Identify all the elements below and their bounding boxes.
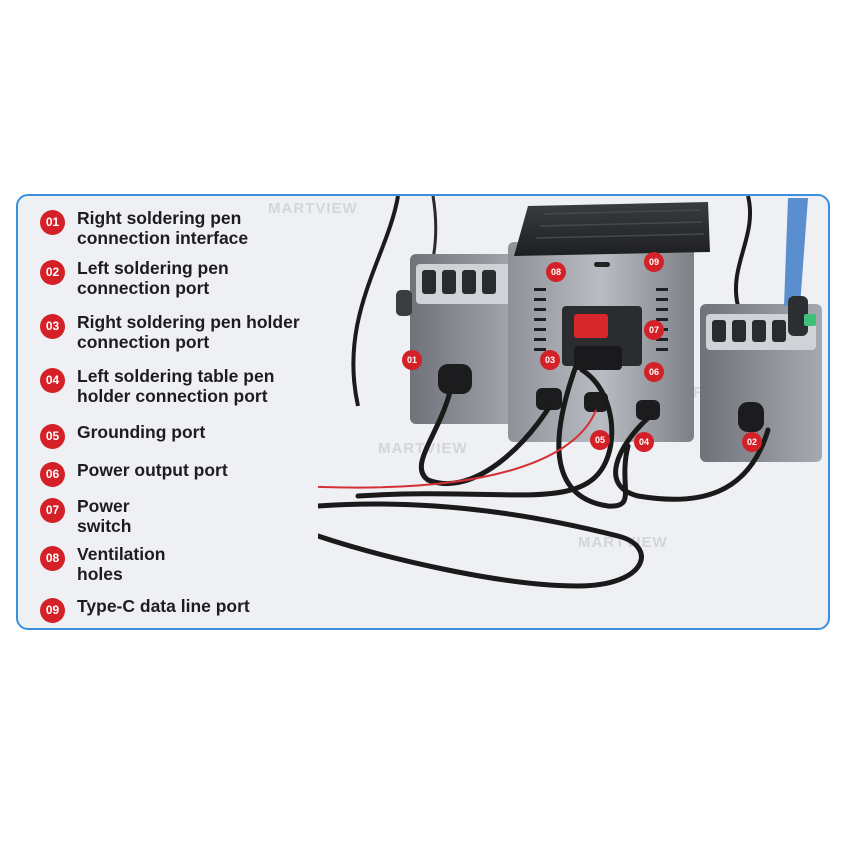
callout-06: 06 bbox=[644, 362, 664, 382]
legend-label: Power output port bbox=[77, 460, 228, 480]
callout-07: 07 bbox=[644, 320, 664, 340]
legend-item-02: 02 Left soldering pen connection port bbox=[40, 258, 229, 298]
legend-label: Right soldering pen connection interface bbox=[77, 208, 249, 248]
callout-02: 02 bbox=[742, 432, 762, 452]
station-drawing bbox=[297, 196, 822, 589]
number-badge: 08 bbox=[40, 546, 65, 571]
soldering-station-illustration: 01 02 03 04 05 06 07 08 09 bbox=[297, 196, 828, 628]
callout-09: 09 bbox=[644, 252, 664, 272]
callout-08: 08 bbox=[546, 262, 566, 282]
legend-label: Left soldering table pen holder connecti… bbox=[77, 366, 275, 406]
legend-label: Right soldering pen holder connection po… bbox=[77, 312, 300, 352]
number-badge: 04 bbox=[40, 368, 65, 393]
legend-item-07: 07 Power switch bbox=[40, 496, 131, 536]
number-badge: 09 bbox=[40, 598, 65, 623]
legend-item-08: 08 Ventilation holes bbox=[40, 544, 165, 584]
diagram-frame: MARTVIEW MARTVIEW MARTVIEW MARTVIEW 01 R… bbox=[16, 194, 830, 630]
callout-03: 03 bbox=[540, 350, 560, 370]
legend-item-05: 05 Grounding port bbox=[40, 422, 205, 449]
number-badge: 06 bbox=[40, 462, 65, 487]
callout-04: 04 bbox=[634, 432, 654, 452]
callout-05: 05 bbox=[590, 430, 610, 450]
watermark: MARTVIEW bbox=[268, 200, 358, 217]
legend-item-03: 03 Right soldering pen holder connection… bbox=[40, 312, 300, 352]
legend-item-09: 09 Type-C data line port bbox=[40, 596, 250, 623]
number-badge: 07 bbox=[40, 498, 65, 523]
number-badge: 03 bbox=[40, 314, 65, 339]
legend-label: Type-C data line port bbox=[77, 596, 250, 616]
callout-01: 01 bbox=[402, 350, 422, 370]
number-badge: 05 bbox=[40, 424, 65, 449]
watermark: MARTVIEW bbox=[578, 534, 668, 551]
legend-label: Power switch bbox=[77, 496, 132, 536]
number-badge: 01 bbox=[40, 210, 65, 235]
legend-label: Left soldering pen connection port bbox=[77, 258, 229, 298]
legend-label: Grounding port bbox=[77, 422, 206, 442]
legend-item-06: 06 Power output port bbox=[40, 460, 228, 487]
legend-item-04: 04 Left soldering table pen holder conne… bbox=[40, 366, 274, 406]
legend-item-01: 01 Right soldering pen connection interf… bbox=[40, 208, 248, 248]
number-badge: 02 bbox=[40, 260, 65, 285]
watermark: MARTVIEW bbox=[378, 440, 468, 457]
legend-label: Ventilation holes bbox=[77, 544, 166, 584]
